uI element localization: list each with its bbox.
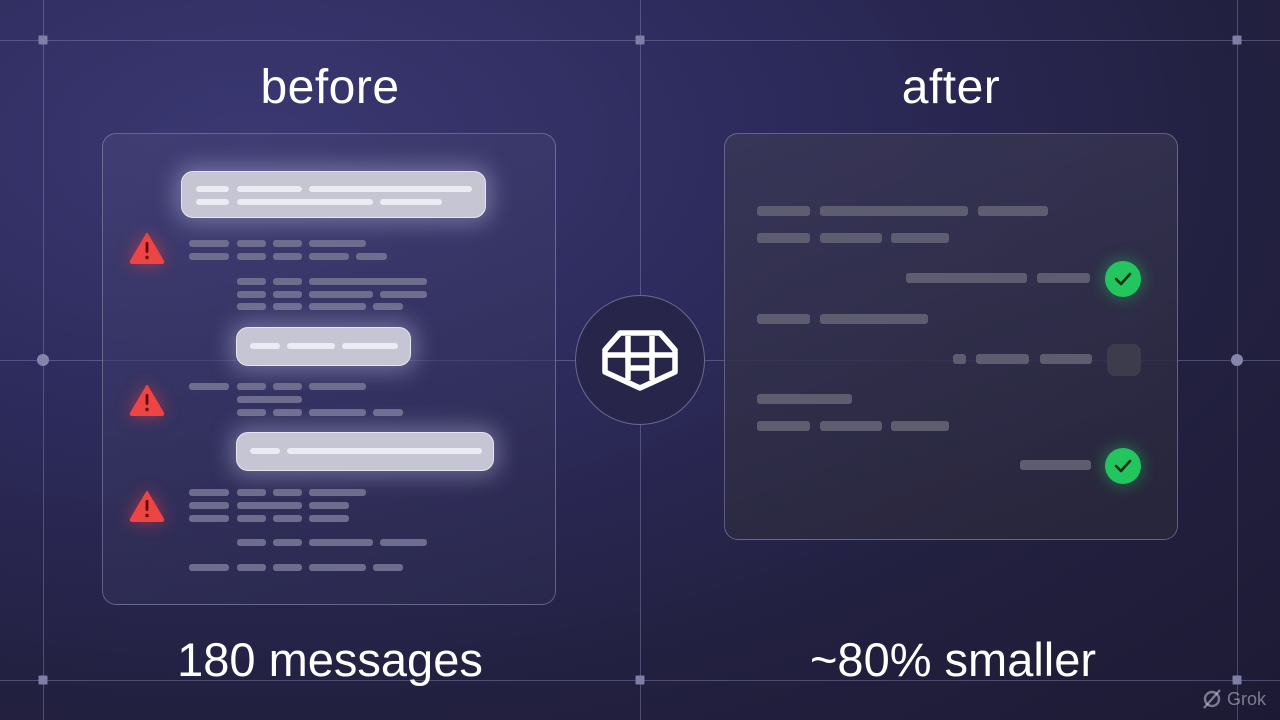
before-caption: 180 messages [177,633,483,686]
grok-logo-icon [1203,689,1221,709]
grid-node [1232,675,1242,685]
warning-icon [129,233,165,264]
grid-node [1232,35,1242,45]
grid-node [38,675,48,685]
highlighted-message [236,432,494,471]
pending-status-icon [1107,344,1141,376]
warning-icon [129,385,165,416]
before-heading: before [260,61,400,114]
compression-hub [575,295,705,425]
warning-icon [129,491,165,522]
watermark: Grok [1201,688,1266,710]
compression-hub-icon [602,330,678,391]
after-heading: after [901,61,1001,114]
after-conversation-panel [724,133,1178,540]
grid-node [1231,354,1243,366]
highlighted-message [236,327,411,366]
grid-node [635,675,645,685]
before-conversation-panel [102,133,556,605]
check-icon [1105,261,1141,297]
grid-node [635,35,645,45]
highlighted-message [181,171,486,218]
grid-node [37,354,49,366]
grid-node [38,35,48,45]
after-caption: ~80% smaller [809,633,1097,686]
check-icon [1105,448,1141,484]
watermark-label: Grok [1226,688,1266,709]
